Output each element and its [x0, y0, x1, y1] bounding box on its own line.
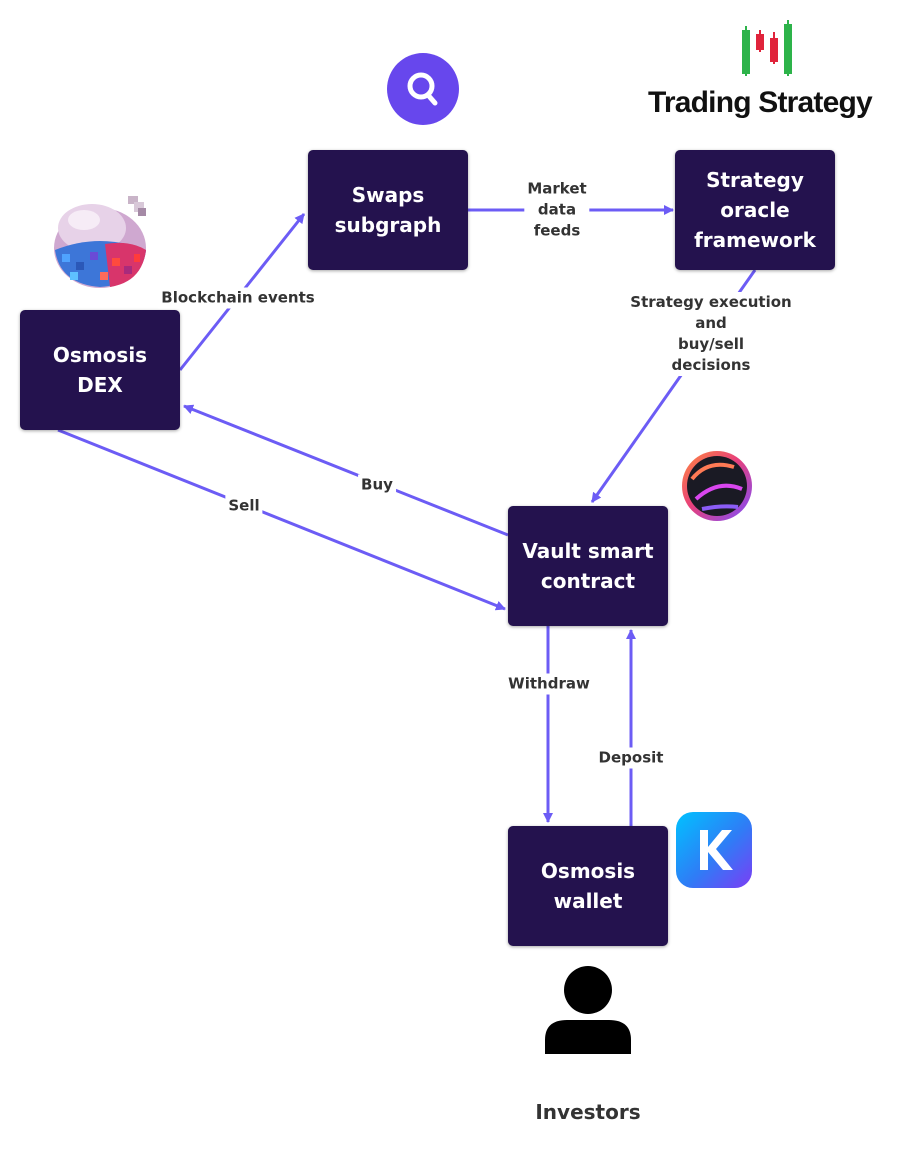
- node-vault-contract-label: Vault smart contract: [522, 539, 654, 593]
- node-osmosis-wallet: Osmosis wallet: [508, 826, 668, 946]
- edge-label-deposit: Deposit: [595, 747, 667, 769]
- edge-buy: [183, 404, 509, 537]
- node-strategy-oracle-framework: Strategy oracle framework: [675, 150, 835, 270]
- candlestick-logo-icon: [742, 20, 792, 76]
- the-graph-logo-icon: [387, 53, 459, 125]
- keplr-k-logo-icon: [676, 812, 752, 888]
- edge-label-blockchain-events: Blockchain events: [158, 287, 318, 309]
- edge-label-sell: Sell: [225, 495, 263, 517]
- node-osmosis-dex: Osmosis DEX: [20, 310, 180, 430]
- node-osmosis-dex-label: Osmosis DEX: [52, 343, 148, 397]
- investors-label: Investors: [535, 1100, 641, 1124]
- edge-label-buy: Buy: [358, 474, 396, 496]
- swirl-sphere-logo-icon: [682, 451, 752, 521]
- edge-label-market-data-feeds: Market data feeds: [524, 178, 590, 242]
- node-swaps-subgraph-label: Swaps subgraph: [334, 183, 442, 237]
- trading-strategy-wordmark: Trading Strategy: [648, 86, 873, 119]
- edge-label-strategy-execution: Strategy execution and buy/sell decision…: [614, 292, 808, 376]
- node-strategy-oracle-label: Strategy oracle framework: [694, 168, 816, 252]
- pixel-potion-logo-icon: [54, 196, 146, 288]
- person-icon: [545, 966, 631, 1054]
- node-vault-smart-contract: Vault smart contract: [508, 506, 668, 626]
- node-osmosis-wallet-label: Osmosis wallet: [540, 859, 636, 913]
- node-swaps-subgraph: Swaps subgraph: [308, 150, 468, 270]
- edge-label-withdraw: Withdraw: [505, 673, 593, 695]
- edge-sell: [57, 428, 506, 611]
